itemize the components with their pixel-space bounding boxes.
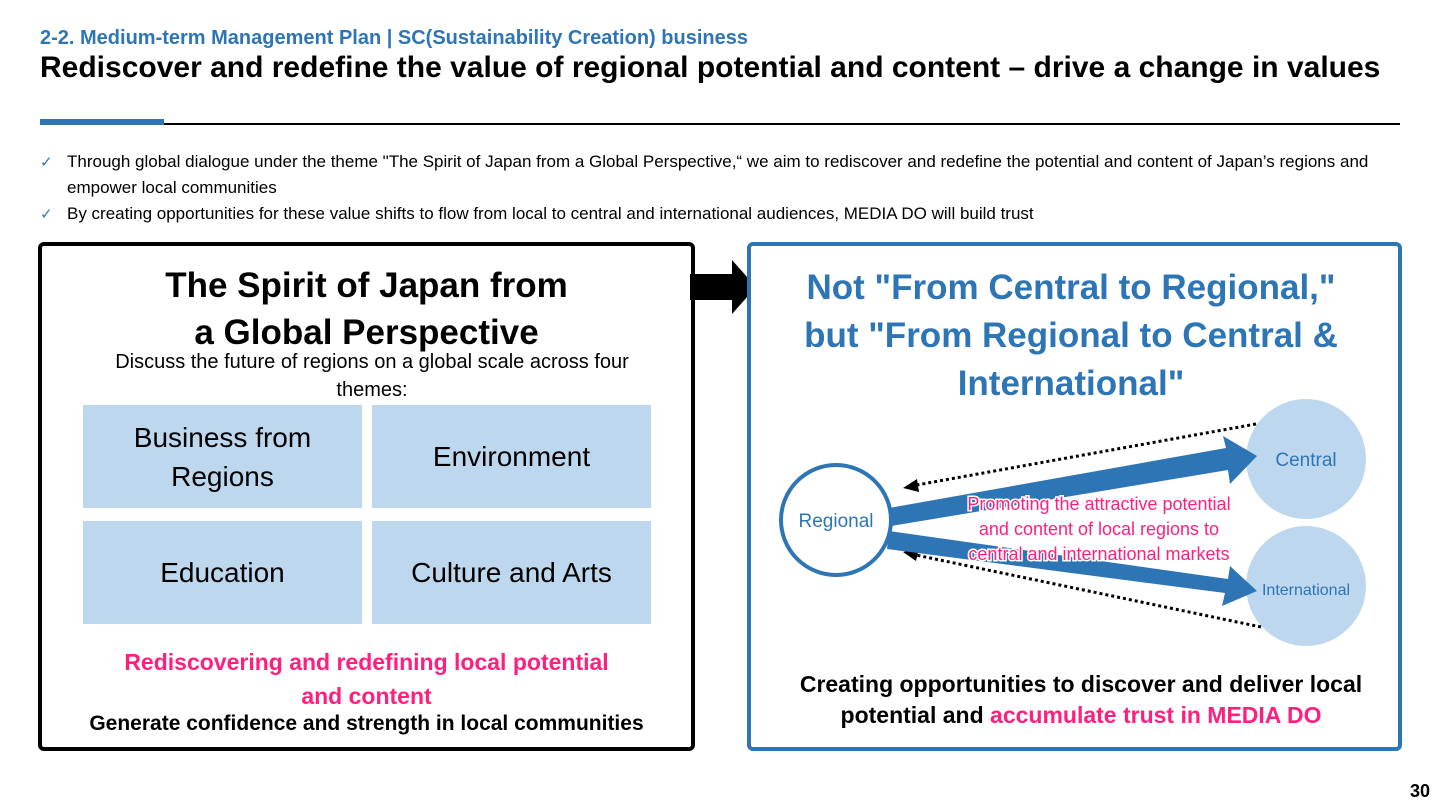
regional-circle [779,463,893,577]
theme-tile: Culture and Arts [372,521,651,624]
bullet-text: By creating opportunities for these valu… [67,204,1034,223]
international-label: International [1262,582,1350,599]
title-accent-bar [40,119,164,125]
theme-label: Business from Regions [133,421,312,492]
bullet-item: ✓ By creating opportunities for these va… [40,201,1410,227]
right-panel-title-line: Not "From Central to Regional," [806,268,1336,307]
right-footer-highlight: accumulate trust in MEDIA DO [990,702,1322,728]
page-number: 30 [1409,781,1430,801]
theme-tile: Business from Regions [83,405,362,508]
left-panel: The Spirit of Japan from a Global Perspe… [38,242,695,751]
checkmark-icon: ✓ [40,205,53,223]
arrow-caption-line: and content of local regions to [979,519,1219,539]
right-panel-footer: Creating opportunities to discover and d… [751,669,1411,731]
blue-arrow-to-central [889,436,1257,526]
title-divider [40,123,1400,125]
arrow-caption-line: central and international markets [968,544,1229,564]
left-panel-description: Discuss the future of regions on a globa… [115,351,629,401]
right-panel-title-line: International" [957,364,1185,403]
right-footer-line: potential and accumulate trust in MEDIA … [751,700,1411,731]
left-panel-title-line: The Spirit of Japan from [165,266,568,305]
checkmark-icon: ✓ [40,153,53,171]
theme-tile: Environment [372,405,651,508]
international-circle [1246,526,1366,646]
right-arrow-icon [690,260,756,314]
page-title: Rediscover and redefine the value of reg… [40,51,1381,84]
highlight-text: Rediscovering and redefining local poten… [124,649,609,709]
right-footer-line: Creating opportunities to discover and d… [799,671,1363,697]
left-panel-title-line: a Global Perspective [194,313,539,352]
right-panel: Not "From Central to Regional," but "Fro… [747,242,1402,751]
arrow-caption: Promoting the attractive potential and c… [966,493,1232,566]
dotted-return-line [910,422,1257,488]
theme-label: Culture and Arts [411,557,612,588]
theme-label: Environment [432,441,591,472]
bullet-item: ✓ Through global dialogue under the them… [40,149,1410,201]
theme-label: Education [160,557,285,588]
arrow-caption-line: Promoting the attractive potential [967,494,1230,514]
left-panel-title: The Spirit of Japan from a Global Perspe… [42,262,691,356]
left-panel-highlight: Rediscovering and redefining local poten… [42,645,691,713]
central-label: Central [1275,450,1336,471]
dotted-arrowhead-icon [903,479,919,492]
section-subtitle: 2-2. Medium-term Management Plan | SC(Su… [40,27,748,49]
theme-tile: Education [83,521,362,624]
blue-arrow-to-international [887,531,1257,606]
regional-flow-diagram: Regional Central International Promoting… [779,399,1366,646]
right-footer-prefix: potential and [840,702,991,728]
right-panel-title-line: but "From Regional to Central & [804,316,1338,355]
right-panel-title: Not "From Central to Regional," but "Fro… [751,264,1391,408]
regional-label: Regional [799,511,874,532]
central-circle [1246,399,1366,519]
bullet-text: Through global dialogue under the theme … [67,152,1369,197]
bullet-list: ✓ Through global dialogue under the them… [40,149,1410,227]
left-panel-footer: Generate confidence and strength in loca… [89,712,644,735]
